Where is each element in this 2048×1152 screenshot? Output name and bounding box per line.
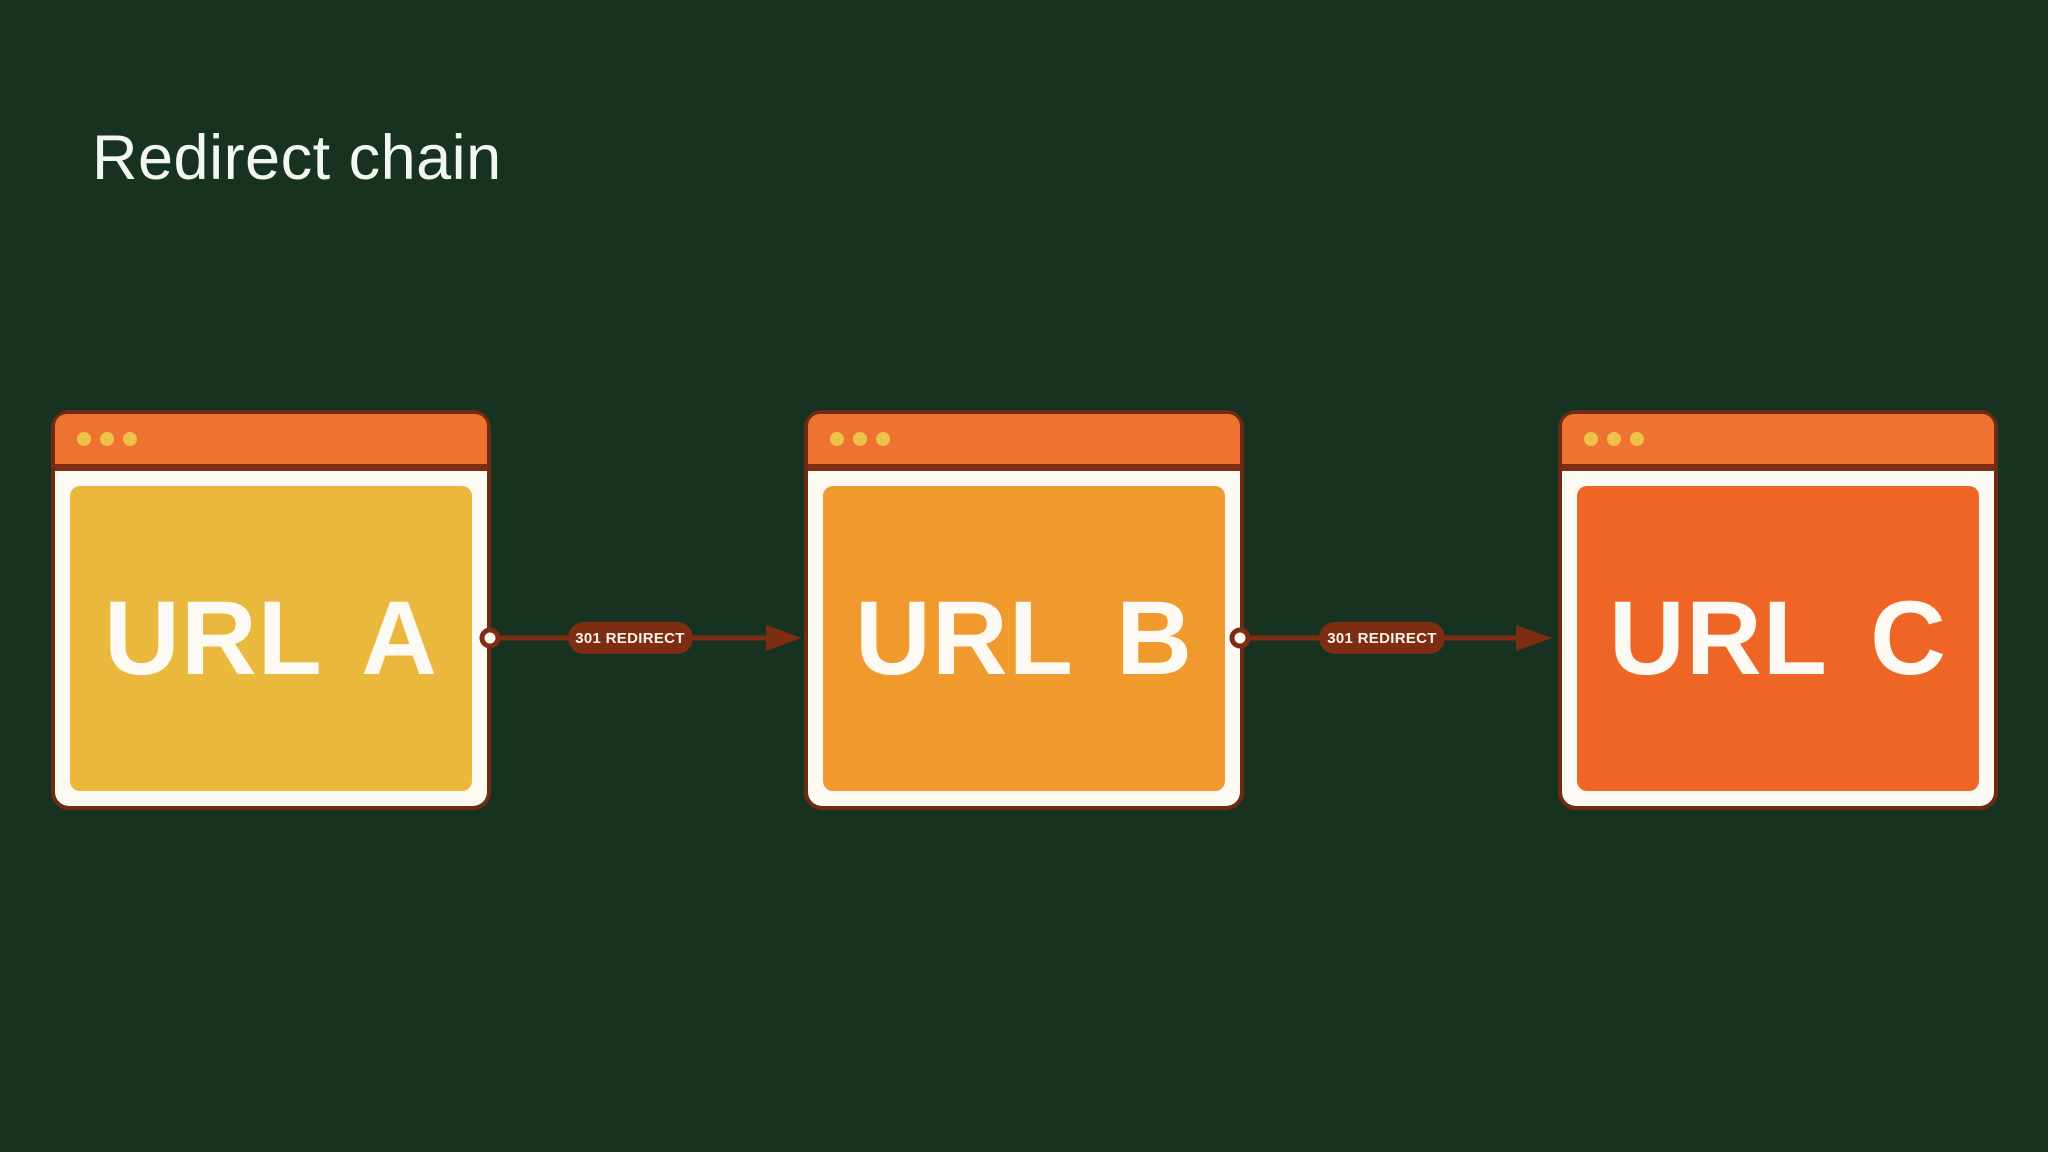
connector-start-circle-icon bbox=[479, 627, 501, 649]
window-dot-icon bbox=[77, 432, 91, 446]
window-titlebar bbox=[55, 414, 487, 464]
window-titlebar bbox=[1562, 414, 1994, 464]
window-body: URL B bbox=[808, 471, 1240, 806]
window-content: URL A bbox=[70, 486, 472, 791]
window-label: URL B bbox=[855, 579, 1193, 697]
window-dot-icon bbox=[876, 432, 890, 446]
page-title: Redirect chain bbox=[92, 123, 502, 193]
redirect-connector-a-to-b: 301 REDIRECT bbox=[479, 622, 802, 654]
titlebar-underline bbox=[1562, 464, 1994, 471]
redirect-connector-b-to-c: 301 REDIRECT bbox=[1229, 622, 1552, 654]
browser-window-url-a: URL A bbox=[55, 414, 487, 806]
window-dot-icon bbox=[853, 432, 867, 446]
browser-window-url-b: URL B bbox=[808, 414, 1240, 806]
window-dot-icon bbox=[830, 432, 844, 446]
window-body: URL C bbox=[1562, 471, 1994, 806]
redirect-badge-label: 301 REDIRECT bbox=[1327, 630, 1436, 647]
browser-window-url-c: URL C bbox=[1562, 414, 1994, 806]
titlebar-underline bbox=[55, 464, 487, 471]
window-dot-icon bbox=[123, 432, 137, 446]
arrowhead-icon bbox=[1516, 625, 1552, 651]
window-dot-icon bbox=[1630, 432, 1644, 446]
window-body: URL A bbox=[55, 471, 487, 806]
arrowhead-icon bbox=[766, 625, 802, 651]
window-content: URL B bbox=[823, 486, 1225, 791]
window-dot-icon bbox=[100, 432, 114, 446]
window-titlebar bbox=[808, 414, 1240, 464]
window-dot-icon bbox=[1607, 432, 1621, 446]
window-label: URL A bbox=[104, 579, 438, 697]
window-content: URL C bbox=[1577, 486, 1979, 791]
titlebar-underline bbox=[808, 464, 1240, 471]
window-dot-icon bbox=[1584, 432, 1598, 446]
window-label: URL C bbox=[1609, 579, 1947, 697]
redirect-badge bbox=[568, 622, 693, 654]
connector-start-circle-icon bbox=[1229, 627, 1251, 649]
redirect-badge bbox=[1319, 622, 1445, 654]
redirect-badge-label: 301 REDIRECT bbox=[575, 630, 684, 647]
